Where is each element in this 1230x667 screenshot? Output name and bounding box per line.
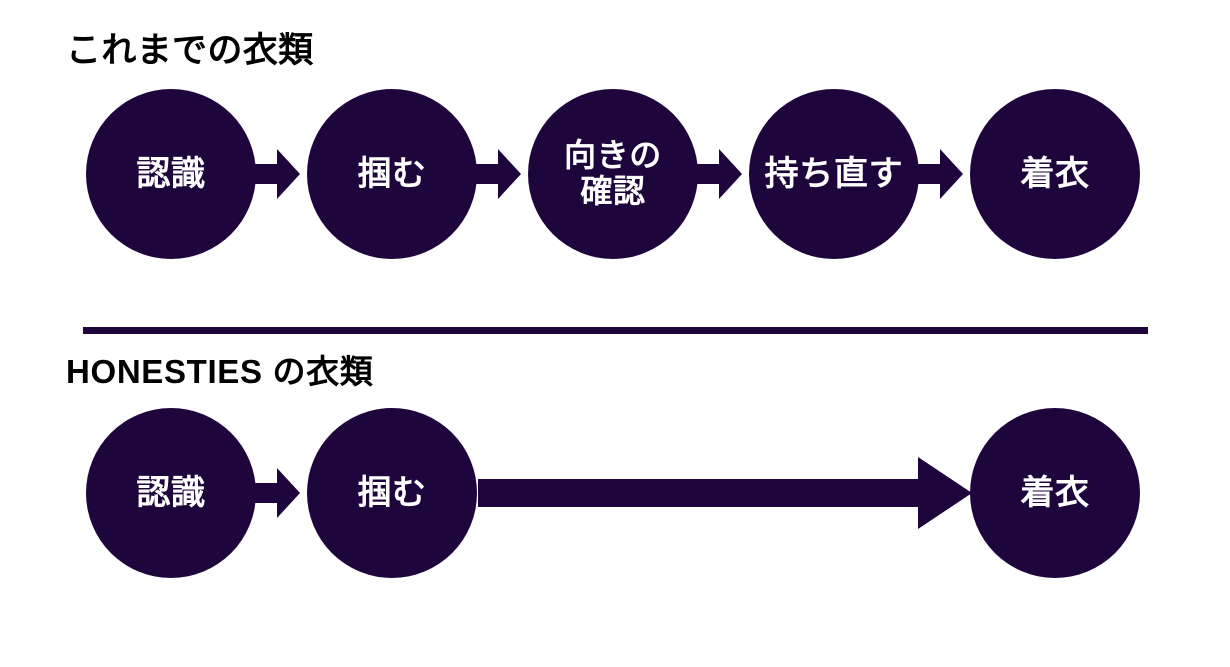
arrow-right-icon (254, 468, 300, 518)
arrow-right-icon (475, 149, 521, 199)
arrow-right-icon (696, 149, 742, 199)
process-node-label: 着衣 (1020, 154, 1090, 193)
process-node-label: 持ち直す (764, 154, 904, 193)
process-node-label: 認識 (136, 154, 206, 193)
process-node-label: 向きの 確認 (564, 137, 662, 209)
process-node-label: 認識 (136, 473, 206, 512)
flow-row-honesties: 認識 掴む 着衣 (0, 408, 1230, 578)
section-heading-legacy: これまでの衣類 (66, 31, 314, 70)
section-heading-honesties: HONESTIES の衣類 (66, 353, 374, 390)
process-node-label: 掴む (357, 154, 427, 193)
process-node-label: 着衣 (1020, 473, 1090, 512)
process-node-wear-legacy: 着衣 (970, 89, 1140, 259)
process-node-wear-honesties: 着衣 (970, 408, 1140, 578)
section-divider (83, 327, 1148, 334)
process-node-check-orientation-legacy: 向きの 確認 (528, 89, 698, 259)
process-node-grasp-legacy: 掴む (307, 89, 477, 259)
process-node-grasp-honesties: 掴む (307, 408, 477, 578)
flow-row-legacy: 認識 掴む 向きの 確認 持ち直す (0, 89, 1230, 259)
arrow-right-icon (254, 149, 300, 199)
process-node-readjust-legacy: 持ち直す (749, 89, 919, 259)
process-node-recognize-legacy: 認識 (86, 89, 256, 259)
arrow-long-right-icon (478, 457, 972, 529)
arrow-right-icon (917, 149, 963, 199)
process-node-recognize-honesties: 認識 (86, 408, 256, 578)
process-node-label: 掴む (357, 473, 427, 512)
